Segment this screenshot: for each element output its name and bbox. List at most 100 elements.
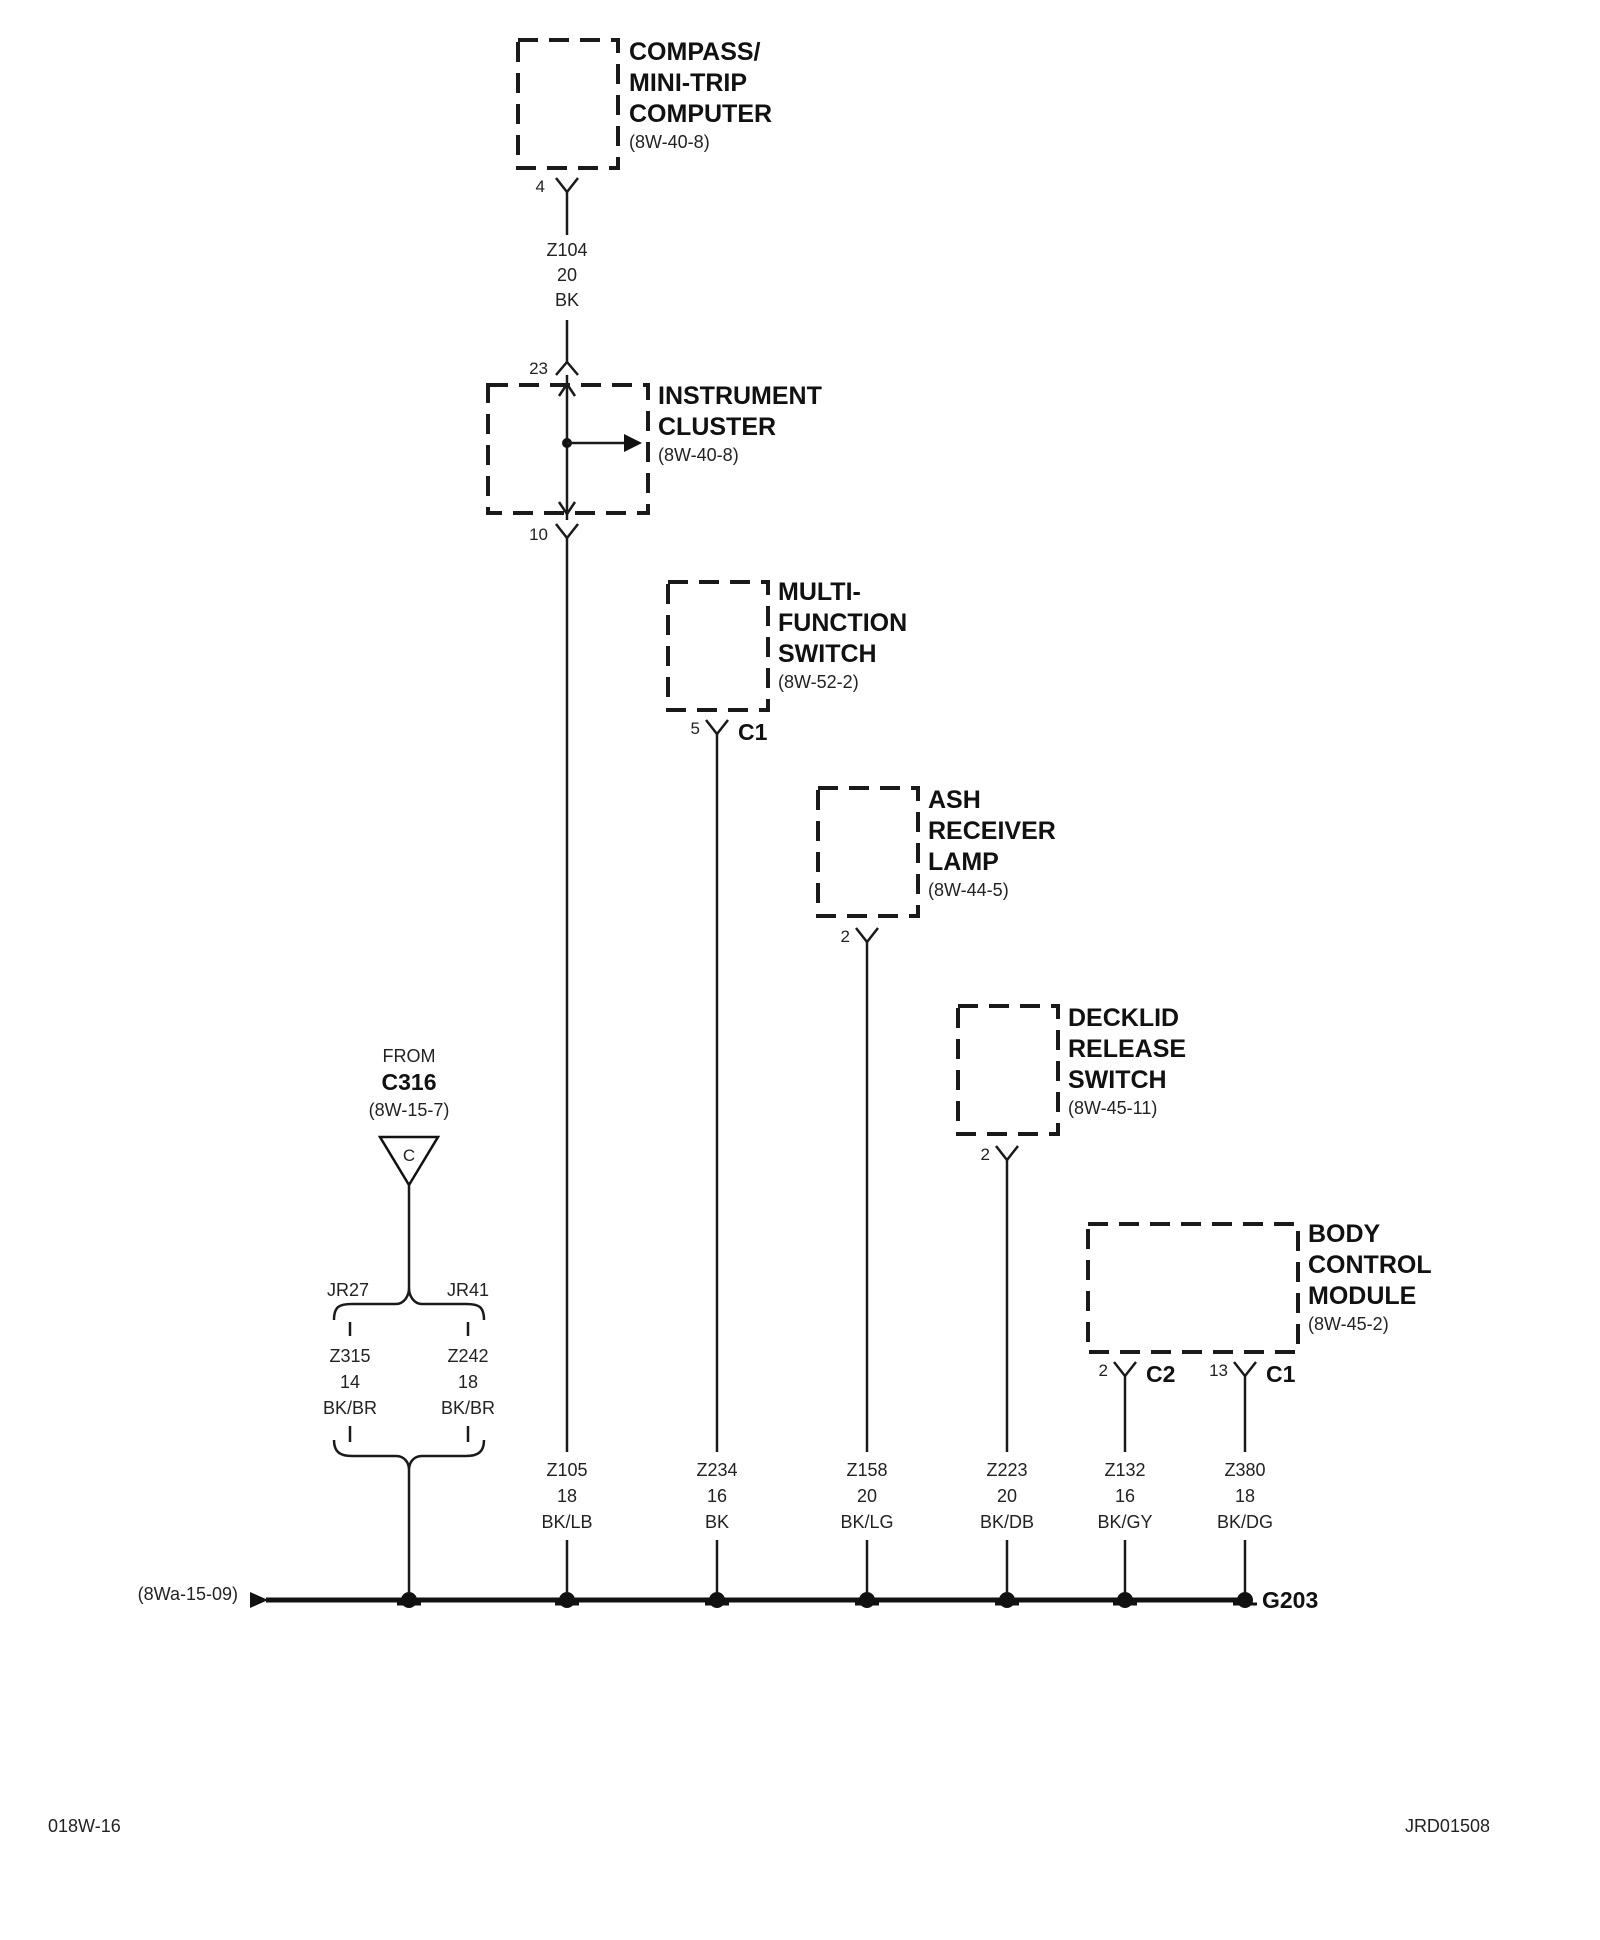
wire-z223-gauge: 20 — [997, 1486, 1017, 1506]
ash-name-3: LAMP — [928, 848, 999, 876]
wire-z158[interactable]: Z158 20 BK/LG — [840, 942, 894, 1592]
wire-z380-gauge: 18 — [1235, 1486, 1255, 1506]
decklid-release-switch[interactable]: DECKLID RELEASE SWITCH (8W-45-11) 2 — [956, 1004, 1186, 1164]
cluster-name-2: CLUSTER — [658, 413, 776, 441]
splice-dot-icon — [397, 1592, 421, 1608]
drawing-id: JRD01508 — [1405, 1816, 1490, 1836]
ash-box — [816, 786, 920, 918]
wire-z242-gauge: 18 — [458, 1372, 478, 1392]
page-code: 018W-16 — [48, 1816, 121, 1836]
wire-z132[interactable]: Z132 16 BK/GY — [1097, 1376, 1153, 1592]
wire-z132-gauge: 16 — [1115, 1486, 1135, 1506]
cluster-top-connector-icon — [555, 360, 579, 376]
multifunction-pin: 5 — [691, 719, 700, 738]
ash-ref: (8W-44-5) — [928, 880, 1009, 900]
wire-z104-gauge: 20 — [557, 265, 577, 285]
cluster-ref: (8W-40-8) — [658, 445, 739, 465]
wire-z380[interactable]: Z380 18 BK/DG — [1217, 1376, 1273, 1592]
wire-z242-color: BK/BR — [441, 1398, 495, 1418]
instrument-cluster[interactable]: 23 INSTRUMENT CLUSTER (8W-40-8) 10 — [486, 359, 822, 544]
decklid-name-3: SWITCH — [1068, 1066, 1167, 1094]
decklid-name-1: DECKLID — [1068, 1004, 1179, 1032]
wire-z234-color: BK — [705, 1512, 729, 1532]
splice-dot-icon — [995, 1592, 1019, 1608]
wire-z315[interactable]: Z315 14 BK/BR — [323, 1346, 377, 1418]
bus-continuation-ref: (8Wa-15-09) — [138, 1584, 238, 1604]
ground-bus[interactable]: (8Wa-15-09) G203 — [138, 1584, 1319, 1613]
compass-name-3: COMPUTER — [629, 100, 772, 128]
compass-connector-icon — [555, 177, 579, 195]
c316-from: FROM — [383, 1046, 436, 1066]
bcm-c2-connector-icon — [1113, 1361, 1137, 1379]
compass-name-2: MINI-TRIP — [629, 69, 747, 97]
wire-z234-circuit: Z234 — [696, 1460, 737, 1480]
compass-mini-trip-computer[interactable]: COMPASS/ MINI-TRIP COMPUTER (8W-40-8) 4 — [516, 38, 772, 196]
bcm-name-1: BODY — [1308, 1220, 1381, 1248]
ash-name-2: RECEIVER — [928, 817, 1056, 845]
wire-z132-circuit: Z132 — [1104, 1460, 1145, 1480]
bcm-c1-id: C1 — [1266, 1361, 1296, 1387]
cluster-name-1: INSTRUMENT — [658, 382, 822, 410]
c316-name: C316 — [382, 1069, 437, 1095]
compass-pin: 4 — [536, 177, 545, 196]
wire-z380-circuit: Z380 — [1224, 1460, 1265, 1480]
multifunction-name-2: FUNCTION — [778, 609, 907, 637]
multifunction-ref: (8W-52-2) — [778, 672, 859, 692]
wire-z223[interactable]: Z223 20 BK/DB — [980, 1160, 1034, 1592]
bcm-pin-a: 2 — [1099, 1361, 1108, 1380]
wire-z223-circuit: Z223 — [986, 1460, 1027, 1480]
wire-z105[interactable]: Z105 18 BK/LB — [541, 538, 593, 1592]
wire-z104[interactable]: Z104 20 BK — [546, 192, 588, 362]
splice-top: JR27 JR41 — [327, 1280, 489, 1336]
decklid-connector-icon — [995, 1145, 1019, 1163]
bcm-name-3: MODULE — [1308, 1282, 1416, 1310]
cluster-pin-bottom: 10 — [529, 525, 548, 544]
bcm-ref: (8W-45-2) — [1308, 1314, 1389, 1334]
multi-function-switch[interactable]: MULTI- FUNCTION SWITCH (8W-52-2) 5 C1 — [666, 578, 907, 745]
ash-receiver-lamp[interactable]: ASH RECEIVER LAMP (8W-44-5) 2 — [816, 786, 1056, 946]
splice-dot-icon — [555, 1592, 579, 1608]
multifunction-connector-id: C1 — [738, 719, 768, 745]
compass-ref: (8W-40-8) — [629, 132, 710, 152]
splice-dot-icon — [1113, 1592, 1137, 1608]
decklid-name-2: RELEASE — [1068, 1035, 1186, 1063]
wire-z315-color: BK/BR — [323, 1398, 377, 1418]
ground-splice-dots — [397, 1592, 1257, 1608]
cluster-bottom-connector-icon — [555, 523, 579, 541]
wire-z105-circuit: Z105 — [546, 1460, 587, 1480]
wire-z158-color: BK/LG — [840, 1512, 893, 1532]
splice-dot-icon — [855, 1592, 879, 1608]
splice-jr41: JR41 — [447, 1280, 489, 1300]
wire-z242-circuit: Z242 — [447, 1346, 488, 1366]
decklid-box — [956, 1004, 1060, 1136]
bcm-c1-connector-icon — [1233, 1361, 1257, 1379]
wire-z105-gauge: 18 — [557, 1486, 577, 1506]
c316-source[interactable]: FROM C316 (8W-15-7) C — [369, 1046, 450, 1288]
c316-letter: C — [403, 1146, 415, 1165]
bcm-c2-id: C2 — [1146, 1361, 1175, 1387]
bcm-name-2: CONTROL — [1308, 1251, 1432, 1279]
ash-name-1: ASH — [928, 786, 981, 814]
wire-z104-circuit: Z104 — [546, 240, 587, 260]
splice-bottom — [332, 1426, 486, 1592]
c316-connector-triangle-icon — [377, 1135, 441, 1188]
multifunction-connector-icon — [705, 719, 729, 737]
bcm-pin-b: 13 — [1209, 1361, 1228, 1380]
wire-z234-gauge: 16 — [707, 1486, 727, 1506]
wire-z105-color: BK/LB — [541, 1512, 592, 1532]
wire-z242[interactable]: Z242 18 BK/BR — [441, 1346, 495, 1418]
body-control-module[interactable]: BODY CONTROL MODULE (8W-45-2) 2 C2 13 C1 — [1086, 1220, 1432, 1387]
wire-z380-color: BK/DG — [1217, 1512, 1273, 1532]
wire-z104-color: BK — [555, 290, 579, 310]
wire-z158-circuit: Z158 — [846, 1460, 887, 1480]
wire-z223-color: BK/DB — [980, 1512, 1034, 1532]
ground-g203-label: G203 — [1262, 1587, 1318, 1613]
wire-z234[interactable]: Z234 16 BK — [696, 734, 738, 1592]
multifunction-name-3: SWITCH — [778, 640, 877, 668]
wire-z315-circuit: Z315 — [329, 1346, 370, 1366]
ash-connector-icon — [855, 927, 879, 945]
cluster-pin-top: 23 — [529, 359, 548, 378]
bus-arrow-icon — [250, 1592, 268, 1608]
decklid-pin: 2 — [981, 1145, 990, 1164]
